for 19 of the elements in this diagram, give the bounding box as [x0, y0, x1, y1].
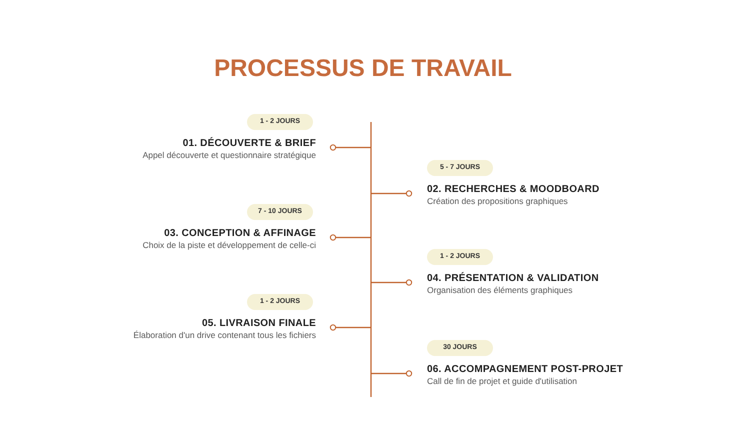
connector-line [330, 324, 371, 331]
step-description: Appel découverte et questionnaire stratégique [142, 150, 316, 161]
step-title: 02. RECHERCHES & MOODBOARD [427, 183, 600, 196]
step-title: 01. DÉCOUVERTE & BRIEF [182, 137, 316, 150]
connector-line [330, 144, 371, 151]
connector-line [330, 234, 371, 241]
step-description: Élaboration d'un drive contenant tous les fichiers [133, 330, 316, 341]
step-title: 06. ACCOMPAGNEMENT POST-PROJET [427, 363, 624, 376]
connector-line [371, 370, 412, 377]
step-description: Call de fin de projet et guide d'utilisation [427, 376, 577, 387]
page-title: PROCESSUS DE TRAVAIL [214, 56, 512, 82]
connector-line [371, 190, 412, 197]
step-description: Choix de la piste et développement de celle-ci [142, 240, 316, 251]
connector-line [371, 279, 412, 286]
step-title: 04. PRÉSENTATION & VALIDATION [427, 272, 599, 285]
step-title: 05. LIVRAISON FINALE [202, 317, 316, 330]
step-description: Création des propositions graphiques [427, 196, 568, 207]
step-title: 03. CONCEPTION & AFFINAGE [164, 227, 316, 240]
step-description: Organisation des éléments graphiques [427, 285, 573, 296]
